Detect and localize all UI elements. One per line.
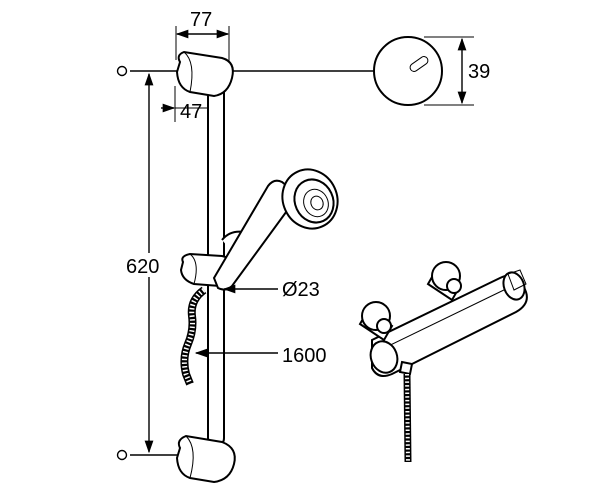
bottom-wall-bracket <box>175 434 236 484</box>
right-connector <box>426 261 462 302</box>
cap-height-dimension: 39 <box>424 36 490 106</box>
thermostatic-mixer <box>358 261 528 463</box>
rail-length-label: 620 <box>126 256 159 278</box>
wall-bracket-cap <box>373 36 443 106</box>
bracket-offset-label: 47 <box>180 101 202 123</box>
rail-length-dimension: 620 <box>122 72 162 454</box>
bottom-anchor-point <box>116 449 185 461</box>
top-anchor-point <box>116 65 378 77</box>
top-wall-bracket <box>175 50 234 98</box>
left-connector <box>358 301 394 342</box>
hose-length-label: 1600 <box>282 345 327 367</box>
bracket-width-label: 77 <box>190 9 212 31</box>
hand-shower-diameter-dimension: Ø23 <box>222 279 320 301</box>
cap-height-label: 39 <box>468 61 490 83</box>
bracket-width-dimension: 77 <box>175 9 230 64</box>
hand-shower <box>212 168 339 291</box>
shower-hose <box>180 286 207 386</box>
hand-shower-diameter-label: Ø23 <box>282 279 320 301</box>
hose-length-dimension: 1600 <box>194 345 327 367</box>
